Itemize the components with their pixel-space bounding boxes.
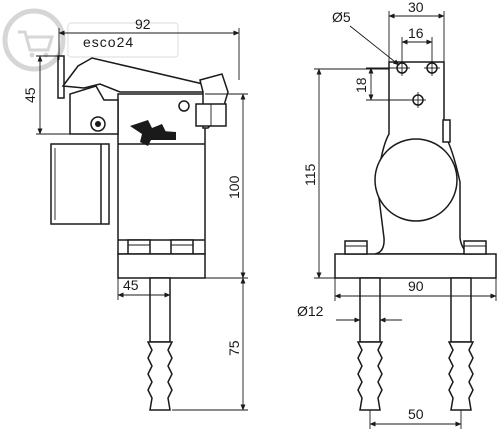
- dimension-18: 18: [353, 67, 410, 101]
- saddle-body: [374, 61, 473, 255]
- side-view: 92 45 100 45 75: [22, 16, 248, 411]
- front-mounting-pin-left: [356, 277, 384, 411]
- dim-label-pin-spacing: 50: [408, 406, 424, 422]
- front-base-plate: [334, 240, 497, 279]
- dim-label-hole-spacing: 16: [408, 25, 424, 41]
- dimension-45-handle: 45: [22, 55, 70, 135]
- dim-label-hole-diameter: Ø5: [332, 9, 351, 25]
- dimension-45-pins: 45: [117, 277, 171, 300]
- dim-label-width: 92: [135, 16, 151, 32]
- dimension-92: 92: [58, 16, 240, 80]
- dimension-50: 50: [369, 406, 462, 429]
- watermark-frame: [67, 22, 179, 58]
- dim-label-height: 115: [302, 163, 318, 186]
- dim-label-pin-length: 75: [226, 340, 242, 356]
- wing-screw-icon: [130, 120, 176, 146]
- dimension-75: 75: [172, 277, 248, 411]
- dim-label-body-height: 100: [226, 175, 242, 199]
- dim-label-pin-diameter: Ø12: [297, 303, 324, 319]
- dimension-hole-diameter: Ø5: [332, 9, 400, 66]
- front-view: 30 16 Ø5 18 115: [297, 0, 497, 429]
- side-base-plate: [117, 253, 206, 279]
- dim-label-hole-offset: 18: [353, 77, 369, 93]
- dimension-115: 115: [302, 68, 389, 279]
- dim-label-handle-height: 45: [22, 87, 38, 103]
- front-mounting-pin-right: [447, 277, 475, 411]
- dim-label-top-width: 30: [408, 0, 424, 15]
- watermark-logo-icon: [2, 8, 66, 72]
- dimension-30: 30: [388, 0, 445, 62]
- dimension-100: 100: [205, 93, 248, 279]
- dimension-16: 16: [401, 25, 433, 60]
- rubber-buffer: [50, 143, 110, 225]
- watermark-brand-text: esco24: [83, 34, 134, 50]
- dim-label-base-width: 90: [408, 278, 424, 294]
- dimension-pin-diameter: Ø12: [297, 303, 402, 323]
- mounting-holes: [394, 60, 440, 108]
- clamp-body: [117, 93, 206, 255]
- tube-bore: [374, 138, 458, 222]
- side-mounting-pin-left: [146, 277, 174, 411]
- dimension-90: 90: [334, 278, 497, 301]
- dim-label-pin-spacing: 45: [123, 277, 139, 293]
